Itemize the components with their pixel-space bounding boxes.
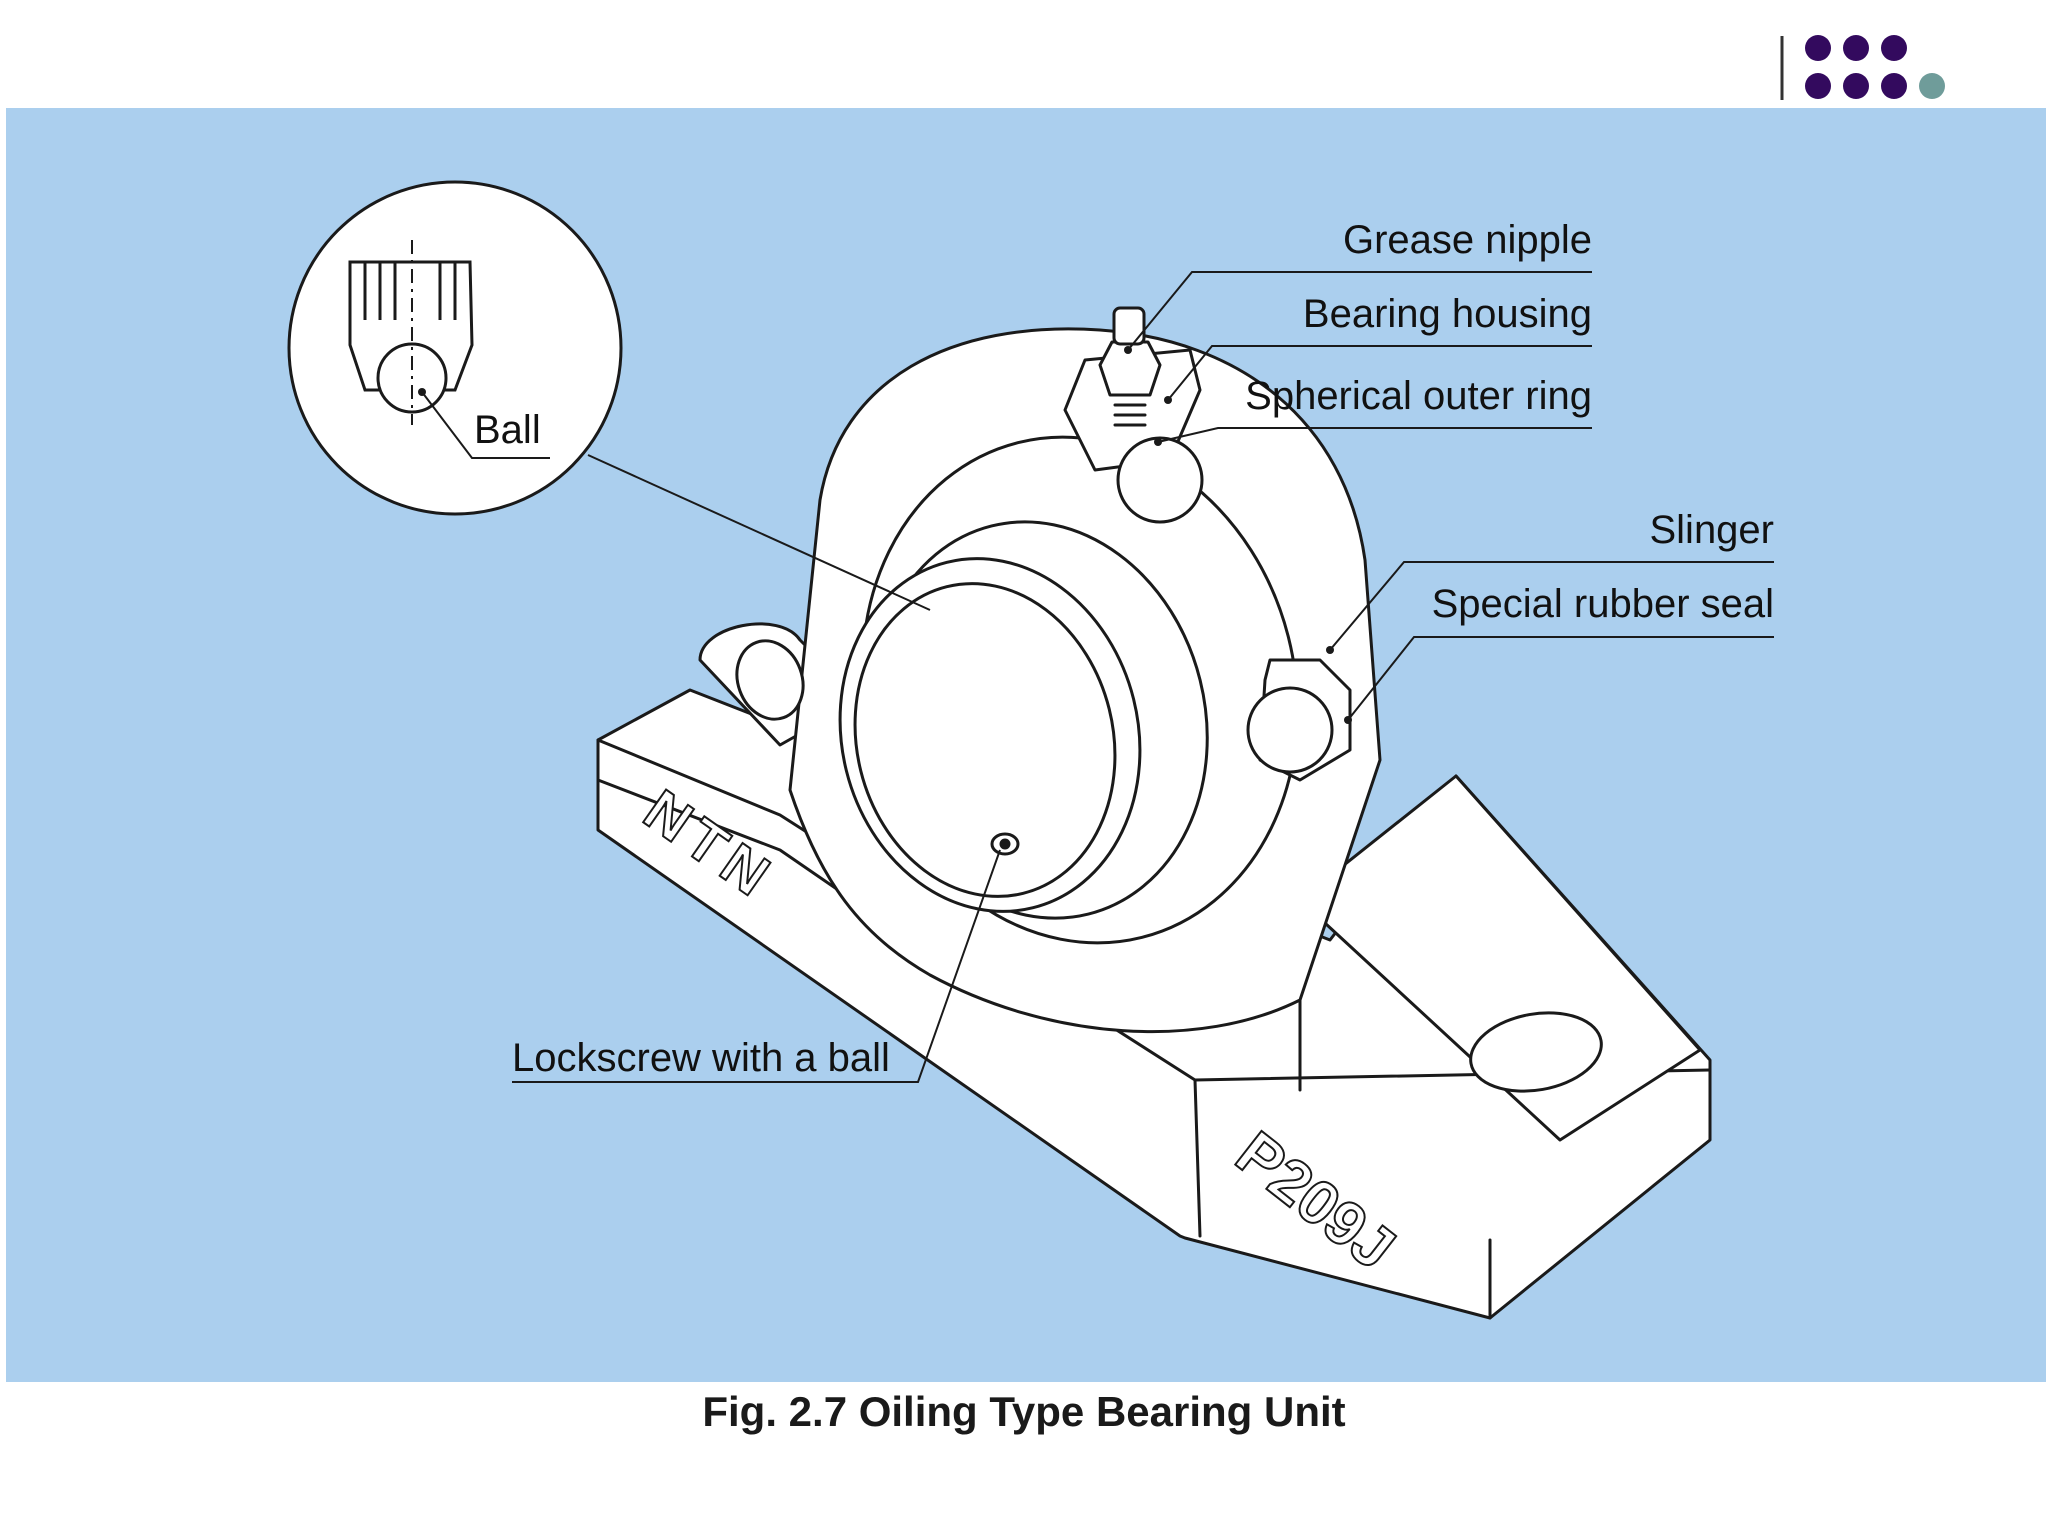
label-ball: Ball xyxy=(474,408,541,452)
leader-inset-to-part xyxy=(587,454,931,611)
leader-spherical-outer-ring xyxy=(1157,427,1592,443)
figure-caption: Fig. 2.7 Oiling Type Bearing Unit xyxy=(702,1388,1346,1435)
leader-ball xyxy=(421,391,550,459)
leader-special-rubber-seal xyxy=(1347,636,1774,721)
leader-slinger xyxy=(1329,561,1774,651)
dot-grid-logo xyxy=(1780,35,1945,100)
logo-dot xyxy=(1805,35,1831,61)
label-grease-nipple: Grease nipple xyxy=(1342,218,1592,262)
logo-accent-dot xyxy=(1919,73,1945,99)
grease-nipple-tip xyxy=(1112,306,1146,346)
inner-ring xyxy=(838,557,1142,913)
label-slinger: Slinger xyxy=(1649,508,1774,552)
label-lockscrew: Lockscrew with a ball xyxy=(512,1036,890,1080)
leader-bearing-housing xyxy=(1167,345,1592,401)
logo-dot xyxy=(1881,73,1907,99)
right-mounting-hole xyxy=(1469,1011,1603,1093)
inset-screw-threads xyxy=(363,262,457,320)
logo-dot xyxy=(1881,35,1907,61)
label-bearing-housing: Bearing housing xyxy=(1302,292,1592,336)
leader-lockscrew xyxy=(512,849,1001,1083)
logo-dot xyxy=(1843,73,1869,99)
label-spherical-outer-ring: Spherical outer ring xyxy=(1245,374,1592,418)
grease-nipple xyxy=(1098,340,1162,397)
cutaway-ball xyxy=(1116,436,1204,524)
seal-ball xyxy=(1246,686,1334,774)
label-special-rubber-seal: Special rubber seal xyxy=(1431,582,1774,626)
lockscrew-ball xyxy=(999,838,1011,850)
inner-ring-bore xyxy=(853,582,1117,898)
grease-nipple-thread xyxy=(1113,403,1147,427)
leader-grease-nipple xyxy=(1127,271,1592,351)
ball-detail-inset xyxy=(287,180,623,516)
logo-dot xyxy=(1843,35,1869,61)
left-mounting-hole xyxy=(735,639,805,721)
logo-dot xyxy=(1805,73,1831,99)
